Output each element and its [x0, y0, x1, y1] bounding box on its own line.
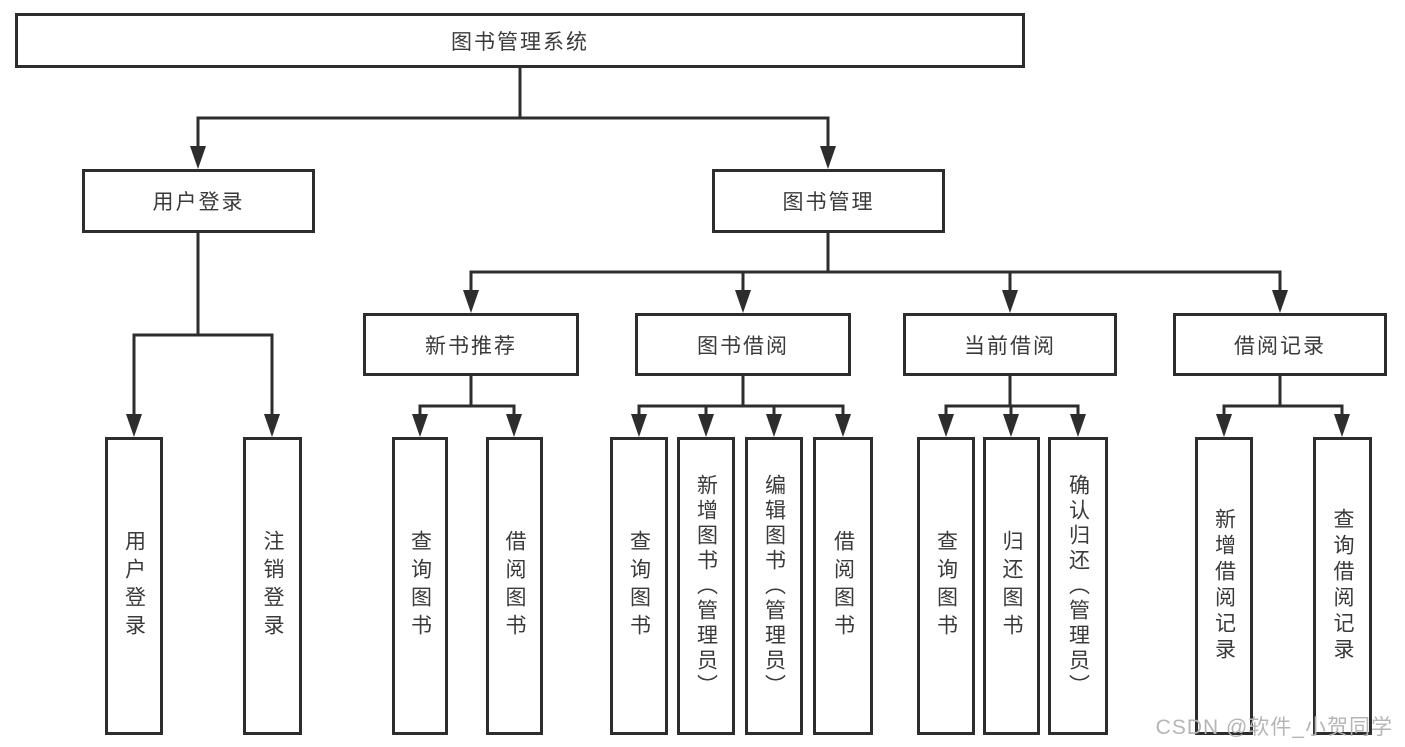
leaf-add-books-admin: 新增图书（管理员）: [677, 437, 735, 735]
leaf-label: 归还图书: [1000, 530, 1023, 642]
leaf-label: 编辑图书（管理员）: [762, 473, 786, 699]
node-new-book-recommend: 新书推荐: [363, 313, 579, 376]
leaf-label: 查询图书: [934, 530, 958, 642]
leaf-query-books-3: 查询图书: [917, 437, 975, 735]
leaf-query-books-2: 查询图书: [610, 437, 668, 735]
leaf-query-borrow-record: 查询借阅记录: [1313, 437, 1372, 735]
leaf-label: 确认归还（管理员）: [1066, 473, 1090, 699]
node-library-management-system: 图书管理系统: [15, 13, 1025, 68]
leaf-label: 借阅图书: [503, 530, 526, 642]
leaf-label: 查询图书: [408, 530, 432, 642]
leaf-logout: 注销登录: [243, 437, 302, 735]
leaf-query-books-1: 查询图书: [392, 437, 448, 735]
node-book-management: 图书管理: [712, 169, 945, 233]
leaf-label: 新增图书（管理员）: [694, 473, 718, 699]
leaf-label: 查询图书: [627, 530, 651, 642]
leaf-borrow-books-1: 借阅图书: [486, 437, 543, 735]
leaf-borrow-books-2: 借阅图书: [813, 437, 873, 735]
node-book-borrow: 图书借阅: [635, 313, 851, 376]
arrowheads: [126, 146, 1350, 437]
node-borrow-records: 借阅记录: [1173, 313, 1387, 376]
leaf-user-login: 用户登录: [105, 437, 163, 735]
leaf-label: 查询借阅记录: [1331, 508, 1354, 664]
watermark: CSDN @软件_小贺同学: [1155, 716, 1393, 739]
node-current-borrow: 当前借阅: [903, 313, 1117, 376]
leaf-label: 借阅图书: [831, 530, 855, 642]
leaf-label: 用户登录: [122, 530, 146, 642]
leaf-edit-books-admin: 编辑图书（管理员）: [745, 437, 803, 735]
node-user-login: 用户登录: [82, 169, 315, 233]
leaf-label: 新增借阅记录: [1212, 508, 1236, 664]
leaf-confirm-return-admin: 确认归还（管理员）: [1048, 437, 1108, 735]
leaf-label: 注销登录: [261, 530, 284, 642]
leaf-add-borrow-record: 新增借阅记录: [1195, 437, 1253, 735]
leaf-return-books: 归还图书: [983, 437, 1040, 735]
